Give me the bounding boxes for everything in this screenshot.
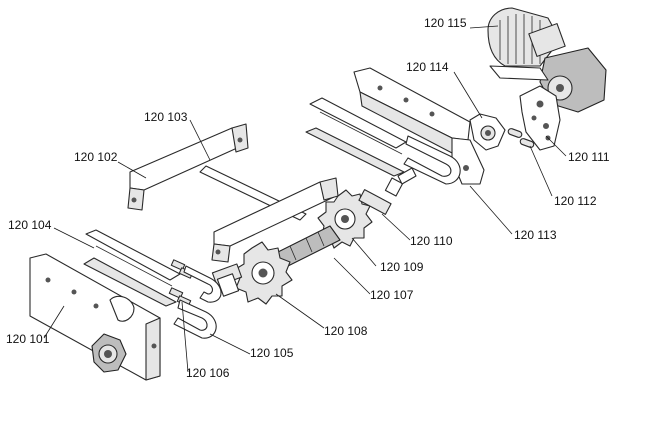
callout-120-105: 120 105 [250,346,294,360]
callout-120-113: 120 113 [514,228,557,242]
callout-120-109: 120 109 [380,260,424,274]
callout-120-114: 120 114 [406,60,449,74]
spacer-pins [507,128,535,148]
leader-lines [43,25,567,373]
callout-120-108: 120 108 [324,324,368,338]
callout-120-115: 120 115 [424,16,467,30]
callout-120-102: 120 102 [74,150,118,164]
lower-cross-frame [211,177,339,263]
callout-120-103: 120 103 [144,110,188,124]
left-side-plate [29,253,161,381]
callout-120-111: 120 111 [568,150,610,164]
flange-bearing [469,113,506,151]
callout-120-106: 120 106 [186,366,230,380]
left-guide-rails [83,229,181,307]
callout-120-101: 120 101 [6,332,50,346]
callout-120-104: 120 104 [8,218,52,232]
callout-120-112: 120 112 [554,194,597,208]
upper-sprocket [317,167,417,249]
chain-clips [168,259,194,307]
callout-120-110: 120 110 [410,234,453,248]
right-chain-guide [403,135,461,185]
callout-120-107: 120 107 [370,288,414,302]
right-side-frame [353,67,485,185]
